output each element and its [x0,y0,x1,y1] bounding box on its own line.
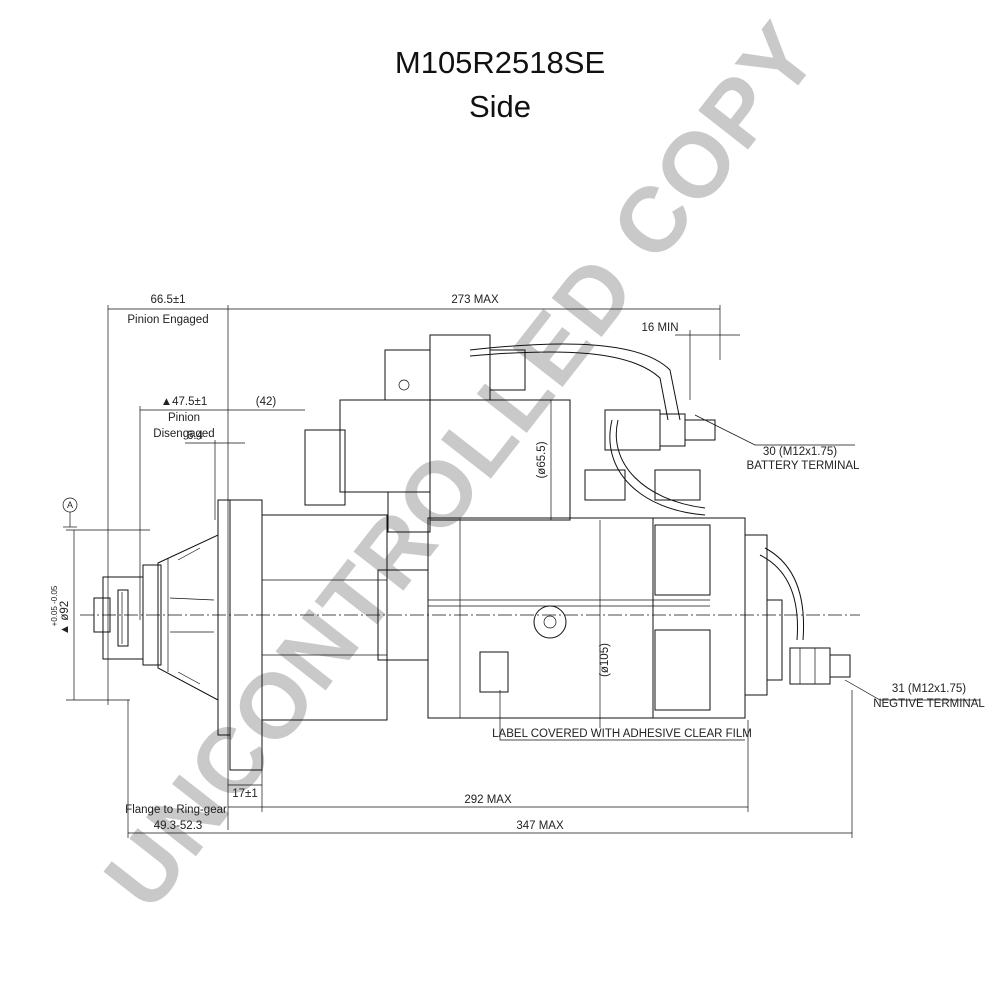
dim-pinion-engaged-label: Pinion Engaged [127,314,208,326]
dim-clearance-min: 16 MIN [641,322,678,334]
battery-terminal-value: 30 (M12x1.75) [763,446,837,458]
negative-terminal-label: NEGTIVE TERMINAL [873,698,985,710]
dim-pinion-engaged-value: 66.5±1 [150,294,185,306]
negative-terminal-value: 31 (M12x1.75) [892,683,966,695]
watermark: UNCONTROLLED COPY [85,4,838,927]
drawing-title: M105R2518SE [394,45,606,80]
dim-length-292: 292 MAX [464,794,512,806]
label-note: LABEL COVERED WITH ADHESIVE CLEAR FILM [492,728,752,740]
dim-flange-to-ring-2: 49.3-52.3 [154,820,203,832]
dim-flange-17: 17±1 [232,788,258,800]
dim-pinion-disengaged-value: ▲47.5±1 [161,396,207,408]
dim-pilot-tolerance: +0.05 -0.05 [50,585,59,626]
datum-label: A [67,500,73,510]
dim-pilot-diameter: ▲ ø92 [59,601,71,635]
dimension-lines [62,305,980,838]
dim-solenoid-diameter: (ø65.5) [536,441,548,478]
dim-6-4: 6.4 [187,430,204,442]
dim-overall-max: 273 MAX [451,294,499,306]
starter-body [80,334,860,771]
dimension-text: 66.5±1 Pinion Engaged 273 MAX 16 MIN ▲47… [50,294,679,832]
drawing-subtitle: Side [468,89,532,124]
callouts: 30 (M12x1.75) BATTERY TERMINAL 31 (M12x1… [492,446,985,740]
battery-terminal-label: BATTERY TERMINAL [747,460,861,472]
dim-motor-diameter: (ø105) [599,643,611,677]
dim-length-347: 347 MAX [516,820,564,832]
dim-pinion-disengaged-label-1: Pinion [168,412,200,424]
dim-flange-to-ring-1: Flange to Ring-gear [125,804,227,816]
dim-pinion-disengaged-label-2: Disengaged [153,428,214,440]
dim-ref-42: (42) [256,396,277,408]
